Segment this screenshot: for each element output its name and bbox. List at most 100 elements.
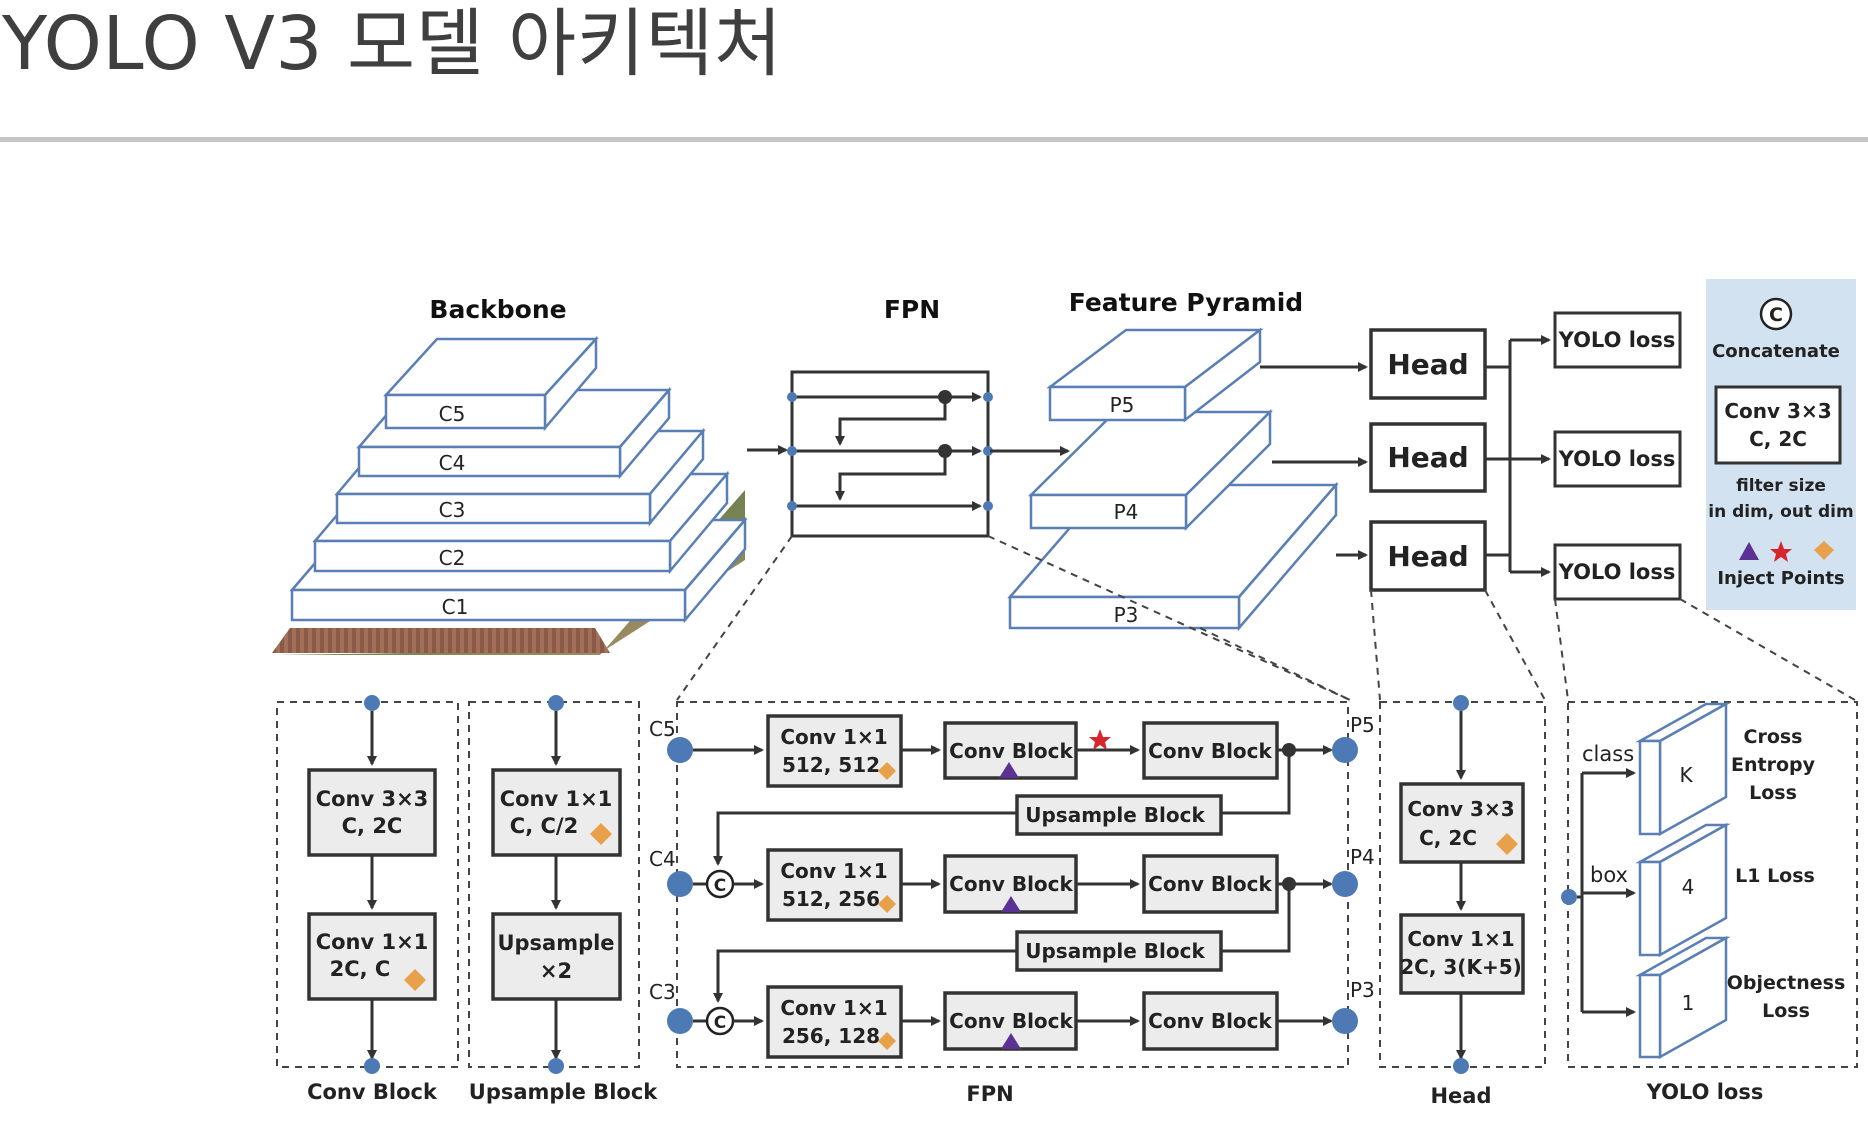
conv-block-caption: Conv Block bbox=[307, 1080, 438, 1104]
feature-pyramid-heading: Feature Pyramid bbox=[1069, 288, 1303, 317]
loss-objectness-line2: Loss bbox=[1762, 1000, 1810, 1022]
head-box-2: Head bbox=[1369, 422, 1487, 493]
yolo-loss-detail-caption: YOLO loss bbox=[1646, 1080, 1764, 1104]
fpn-row2-diamond-icon bbox=[878, 895, 896, 913]
legend-in-out-dim: in dim, out dim bbox=[1708, 502, 1853, 522]
fpn-row1-conv-line2: 512, 512 bbox=[782, 753, 880, 777]
yolo-loss-box-2: YOLO loss bbox=[1553, 430, 1682, 488]
title-divider bbox=[0, 137, 1868, 142]
inject-star-icon bbox=[1770, 541, 1792, 562]
fpn-node-c3 bbox=[667, 1008, 693, 1034]
legend-panel: C Concatenate Conv 3×3 C, 2C filter size… bbox=[1706, 279, 1856, 610]
upsample-block-box1-line1: Conv 1×1 bbox=[500, 787, 613, 811]
head-detail-box2-line1: Conv 1×1 bbox=[1407, 927, 1514, 951]
upsample-block-box2-line1: Upsample bbox=[497, 931, 614, 955]
loss-cross-line2: Entropy bbox=[1731, 754, 1816, 776]
legend-filter-size: filter size bbox=[1736, 476, 1826, 496]
fpn-node-p5 bbox=[1332, 737, 1358, 763]
loss-cross-line3: Loss bbox=[1749, 782, 1797, 804]
slab-1-label: 1 bbox=[1682, 991, 1695, 1015]
head-detail-caption: Head bbox=[1430, 1084, 1491, 1108]
conv-block-box1-line1: Conv 3×3 bbox=[316, 787, 429, 811]
backbone-image-ground bbox=[272, 628, 610, 653]
head-detail-diamond-icon bbox=[1496, 833, 1518, 855]
fpn-node-p3 bbox=[1332, 1008, 1358, 1034]
fpn-overview-box bbox=[787, 370, 993, 538]
backbone-layer-c1-label: C1 bbox=[442, 595, 469, 619]
conv-block-diamond-icon bbox=[404, 969, 426, 991]
upsample-block-detail: Conv 1×1 C, C/2 Upsample ×2 Upsample Blo… bbox=[468, 695, 658, 1104]
fpn-row2-conv-line1: Conv 1×1 bbox=[780, 859, 887, 883]
legend-conv-line2: C, 2C bbox=[1749, 427, 1807, 451]
fpn-row1-block1: Conv Block bbox=[949, 739, 1073, 763]
backbone-layer-c5: C5 bbox=[383, 335, 599, 432]
fpn-row3-block2: Conv Block bbox=[1148, 1009, 1272, 1033]
upsample-block-diamond-icon bbox=[590, 823, 612, 845]
backbone-layer-c5-label: C5 bbox=[439, 402, 466, 426]
fpn-row3-conv-line1: Conv 1×1 bbox=[780, 996, 887, 1020]
loss-l1: L1 Loss bbox=[1735, 865, 1815, 887]
fpn-row1-triangle-icon bbox=[999, 762, 1019, 778]
fpn-detail: C5 C4 C3 P5 P4 P3 Conv 1×1 512, 512 Conv… bbox=[649, 701, 1375, 1106]
branch-class-label: class bbox=[1582, 742, 1634, 766]
conv-block-detail: Conv 3×3 C, 2C Conv 1×1 2C, C Conv Block bbox=[276, 695, 459, 1104]
conv-block-box2-line2: 2C, C bbox=[330, 957, 391, 981]
yolo-loss-box-1: YOLO loss bbox=[1553, 311, 1682, 369]
head-box-3: Head bbox=[1369, 520, 1487, 592]
head-detail-box1-line2: C, 2C bbox=[1419, 826, 1477, 850]
pyramid-level-p3-label: P3 bbox=[1114, 603, 1139, 627]
yolo-loss-box-2-label: YOLO loss bbox=[1558, 447, 1676, 471]
upsample-block-box1-line2: C, C/2 bbox=[510, 814, 578, 838]
upsample-block-box2-line2: ×2 bbox=[540, 959, 572, 983]
backbone-heading: Backbone bbox=[429, 295, 566, 324]
fpn-row1-star-icon bbox=[1089, 729, 1111, 750]
fpn-upsample-block-1: Upsample Block bbox=[1025, 803, 1205, 827]
head-box-2-label: Head bbox=[1387, 441, 1468, 474]
fpn-row2-triangle-icon bbox=[1001, 896, 1021, 912]
fpn-output-p4: P4 bbox=[1350, 845, 1375, 869]
concatenate-symbol-icon bbox=[1759, 297, 1793, 331]
loss-objectness-line1: Objectness bbox=[1727, 972, 1846, 994]
slide-title: YOLO V3 모델 아키텍처 bbox=[2, 1, 783, 87]
fpn-row3-concat-letter: C bbox=[714, 1013, 726, 1033]
legend-inject-points: Inject Points bbox=[1717, 568, 1844, 589]
inject-diamond-icon bbox=[1814, 541, 1834, 560]
fpn-node-c5 bbox=[667, 737, 693, 763]
fpn-upsample-block-2: Upsample Block bbox=[1025, 939, 1205, 963]
inject-triangle-icon bbox=[1739, 542, 1759, 560]
zoom-guide-lines bbox=[676, 535, 1856, 701]
fpn-row2-block1: Conv Block bbox=[949, 872, 1073, 896]
fpn-row1-diamond-icon bbox=[878, 762, 896, 780]
slab-k-label: K bbox=[1679, 763, 1693, 787]
fpn-heading: FPN bbox=[884, 295, 940, 324]
conv-block-box2-line1: Conv 1×1 bbox=[316, 930, 429, 954]
head-detail-box1-line1: Conv 3×3 bbox=[1407, 797, 1514, 821]
fpn-output-p5: P5 bbox=[1350, 713, 1375, 737]
legend-conv-line1: Conv 3×3 bbox=[1724, 399, 1831, 423]
fpn-row3-block1: Conv Block bbox=[949, 1009, 1073, 1033]
fpn-node-p4 bbox=[1332, 871, 1358, 897]
fpn-row3-conv-line2: 256, 128 bbox=[782, 1024, 880, 1048]
yolo-loss-box-1-label: YOLO loss bbox=[1558, 328, 1676, 352]
fpn-input-c3: C3 bbox=[649, 980, 676, 1004]
pyramid-level-p4-label: P4 bbox=[1114, 500, 1139, 524]
head-box-3-label: Head bbox=[1387, 540, 1468, 573]
legend-concatenate-label: Concatenate bbox=[1712, 341, 1840, 362]
fpn-row3-diamond-icon bbox=[878, 1032, 896, 1050]
fpn-row2-concat-letter: C bbox=[714, 876, 726, 896]
head-detail-box2-line2: 2C, 3(K+5) bbox=[1400, 955, 1522, 979]
fpn-row3-triangle-icon bbox=[1001, 1033, 1021, 1049]
backbone-layer-c2-label: C2 bbox=[439, 546, 466, 570]
pyramid-level-p5: P5 bbox=[1046, 327, 1264, 423]
fpn-row2-conv-line2: 512, 256 bbox=[782, 887, 880, 911]
fpn-row1-conv-line1: Conv 1×1 bbox=[780, 725, 887, 749]
fpn-detail-caption: FPN bbox=[966, 1082, 1013, 1106]
yolo-loss-detail: class box K 4 1 Cross Entropy Loss L1 Lo… bbox=[1561, 701, 1858, 1104]
fpn-input-c5: C5 bbox=[649, 717, 676, 741]
conv-block-box1-line2: C, 2C bbox=[342, 814, 403, 838]
fpn-row2-block2: Conv Block bbox=[1148, 872, 1272, 896]
yolo-loss-box-3: YOLO loss bbox=[1553, 543, 1682, 601]
pyramid-level-p4: P4 bbox=[1027, 409, 1274, 532]
backbone-layer-c3-label: C3 bbox=[439, 498, 466, 522]
